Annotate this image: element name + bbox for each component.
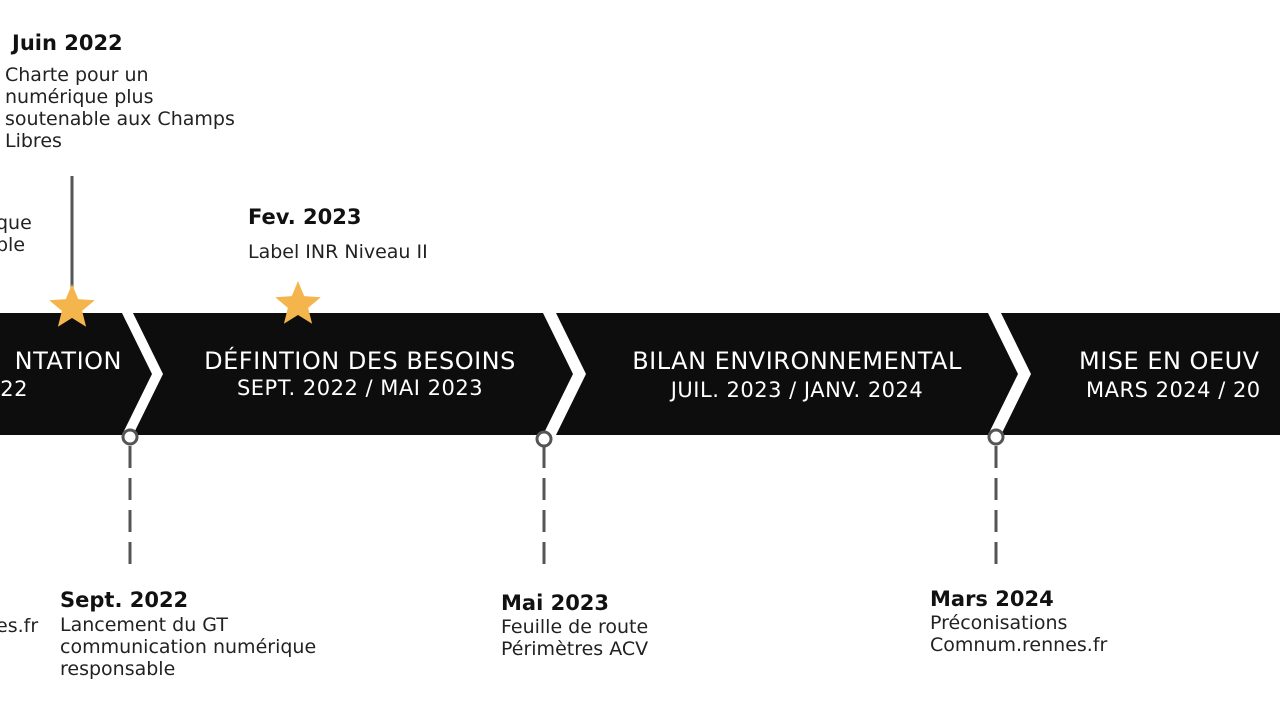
- phase-period-4: MARS 2024 / 20: [1086, 378, 1261, 402]
- description-line: numérique plus: [5, 86, 154, 108]
- phase-period-1: 22: [0, 377, 28, 401]
- milestone-date: Mai 2023: [501, 591, 610, 615]
- phase-title-3: BILAN ENVIRONNEMENTAL: [632, 347, 962, 375]
- phase-band-3: [556, 313, 1018, 435]
- star-icon: [49, 284, 95, 327]
- milestone-description: Label INR Niveau II: [248, 241, 428, 263]
- description-line: Préconisations: [930, 612, 1068, 634]
- description-line: Label INR Niveau II: [248, 241, 428, 263]
- phase-period-3: JUIL. 2023 / JANV. 2024: [670, 378, 924, 402]
- phase-band-1: [0, 313, 152, 435]
- description-line: communication numérique: [60, 636, 317, 658]
- milestone-date: Juin 2022: [12, 31, 123, 55]
- phase-title-1: NTATION: [14, 347, 122, 375]
- milestone-description: Feuille de route Périmètres ACV: [501, 616, 648, 660]
- milestone-description: Charte pour un numérique plus soutenable…: [5, 64, 235, 152]
- description-line: responsable: [60, 658, 176, 680]
- milestone-description: Préconisations Comnum.rennes.fr: [930, 612, 1107, 656]
- circle-icon: [987, 428, 1005, 446]
- circle-icon: [535, 430, 553, 448]
- phase-title-4: MISE EN OEUV: [1079, 347, 1260, 375]
- phase-period-2: SEPT. 2022 / MAI 2023: [236, 376, 484, 400]
- description-line: Périmètres ACV: [501, 638, 649, 660]
- description-line: soutenable aux Champs: [5, 108, 235, 130]
- partial-description-left: que ble: [0, 212, 32, 256]
- milestone-date: Sept. 2022: [60, 588, 189, 612]
- description-line: Charte pour un: [5, 64, 149, 86]
- description-line: Feuille de route: [501, 616, 649, 638]
- description-line: Libres: [5, 130, 62, 152]
- milestone-description: Lancement du GT communication numérique …: [60, 614, 316, 680]
- description-line: ble: [0, 234, 26, 256]
- milestone-date: Mars 2024: [930, 587, 1054, 611]
- star-icon: [275, 281, 321, 324]
- partial-description-left: es.fr: [0, 615, 39, 637]
- description-line: Lancement du GT: [60, 614, 228, 636]
- description-line: Comnum.rennes.fr: [930, 634, 1108, 656]
- phase-title-2: DÉFINTION DES BESOINS: [204, 347, 516, 375]
- circle-icon: [121, 428, 139, 446]
- description-line: que: [0, 212, 32, 234]
- milestone-date: Fev. 2023: [248, 205, 362, 229]
- phase-band-2: [133, 313, 573, 435]
- phase-band-4: [1001, 313, 1280, 435]
